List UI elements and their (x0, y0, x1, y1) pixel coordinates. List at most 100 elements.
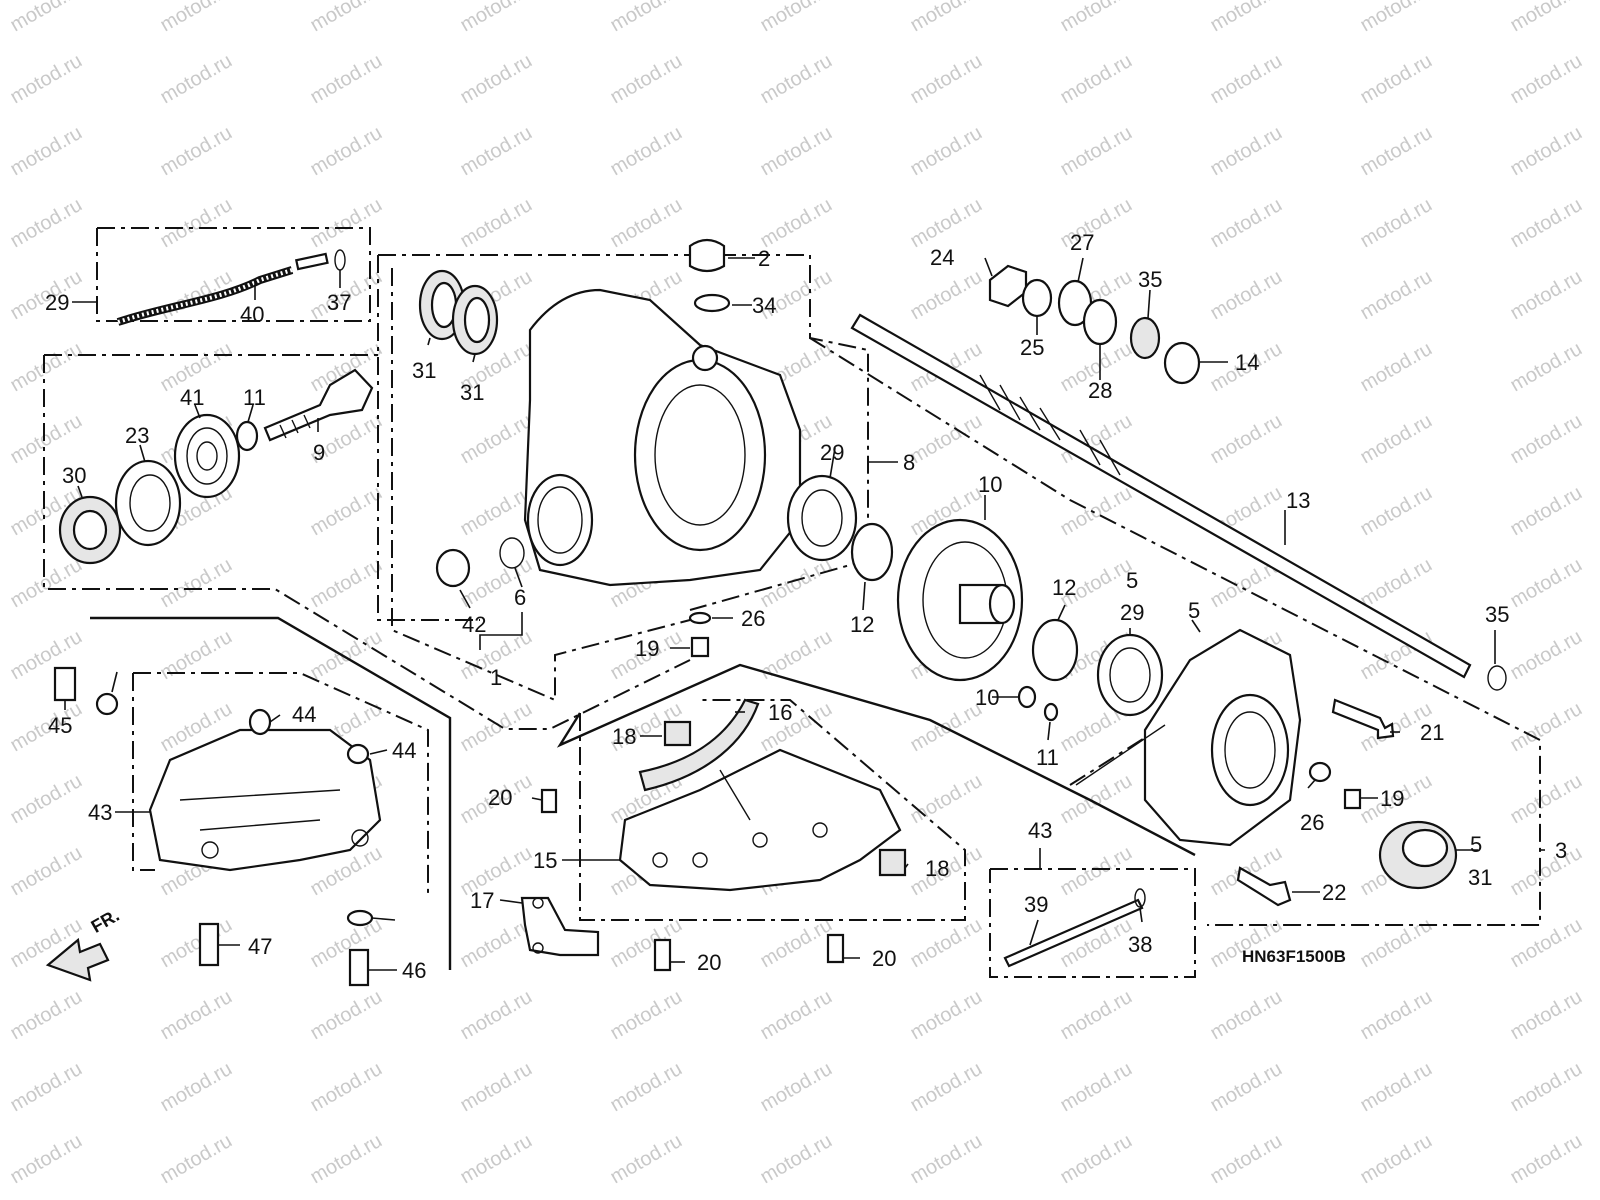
clip-icon (334, 249, 346, 271)
callout-27: 27 (1070, 230, 1094, 255)
bolt-21 (1331, 698, 1395, 740)
watermark-text: motod.ru (907, 770, 986, 829)
bolt-44-a (53, 666, 77, 702)
bolt-9 (1017, 685, 1037, 709)
watermark-text: motod.ru (7, 698, 86, 757)
watermark-text: motod.ru (607, 194, 686, 253)
sealing-washer (693, 293, 731, 313)
callout-36: 40 (240, 302, 264, 327)
watermark-text: motod.ru (1357, 482, 1436, 541)
watermark-text: motod.ru (1207, 986, 1286, 1045)
watermark-text: motod.ru (607, 122, 686, 181)
callout-45: 47 (248, 934, 272, 959)
side-bearing-b (1096, 633, 1164, 717)
watermark-text: motod.ru (907, 122, 986, 181)
watermark-text: motod.ru (1507, 842, 1586, 901)
filler-plug (688, 238, 726, 273)
washer-26-b (1308, 761, 1332, 783)
bolt-45 (198, 922, 220, 967)
watermark-text: motod.ru (7, 338, 86, 397)
callout-5b: 5 (1188, 598, 1200, 623)
watermark-text: motod.ru (7, 842, 86, 901)
watermark-text: motod.ru (907, 986, 986, 1045)
callout-44: 45 (48, 713, 72, 738)
watermark-layer: motod.ru motod.ru motod.ru motod.ru motod.ru… (7, 0, 1586, 1189)
callout-31b: 31 (460, 380, 484, 405)
hose-segment (294, 252, 329, 271)
watermark-text: motod.ru (607, 1058, 686, 1117)
callout-4: 8 (903, 450, 915, 475)
watermark-text: motod.ru (1357, 914, 1436, 973)
watermark-text: motod.ru (1057, 1058, 1136, 1117)
watermark-text: motod.ru (1357, 0, 1436, 36)
watermark-text: motod.ru (1507, 122, 1586, 181)
callout-1: 1 (490, 665, 502, 690)
watermark-text: motod.ru (307, 626, 386, 685)
watermark-text: motod.ru (307, 1130, 386, 1189)
watermark-text: motod.ru (1207, 122, 1286, 181)
watermark-text: motod.ru (607, 914, 686, 973)
watermark-text: motod.ru (907, 1130, 986, 1189)
callout-28: 28 (1088, 378, 1112, 403)
watermark-text: motod.ru (757, 1130, 836, 1189)
watermark-text: motod.ru (907, 0, 986, 36)
watermark-text: motod.ru (757, 50, 836, 109)
watermark-text: motod.ru (907, 410, 986, 469)
watermark-text: motod.ru (1207, 266, 1286, 325)
watermark-text: motod.ru (1357, 266, 1436, 325)
watermark-text: motod.ru (1357, 50, 1436, 109)
callout-29: 29 (820, 440, 844, 465)
skid-plate (618, 748, 902, 892)
rubber-strip (638, 698, 760, 792)
watermark-text: motod.ru (307, 0, 386, 36)
callout-43: 44 (292, 702, 316, 727)
front-direction-label: FR. (88, 905, 123, 937)
circlip-33 (1487, 665, 1507, 691)
bracket-17 (520, 896, 600, 957)
watermark-text: motod.ru (757, 914, 836, 973)
bolt-19 (690, 636, 710, 658)
watermark-text: motod.ru (457, 0, 536, 36)
watermark-text: motod.ru (1507, 626, 1586, 685)
watermark-text: motod.ru (157, 50, 236, 109)
watermark-text: motod.ru (457, 1058, 536, 1117)
watermark-text: motod.ru (1207, 194, 1286, 253)
watermark-text: motod.ru (757, 626, 836, 685)
callout-20c: 20 (872, 946, 896, 971)
watermark-text: motod.ru (157, 986, 236, 1045)
callout-20: 20 (488, 785, 512, 810)
group-outlines (43, 227, 1541, 978)
callout-12b: 12 (1052, 575, 1076, 600)
callout-19b: 19 (1380, 786, 1404, 811)
callout-16: 16 (768, 700, 792, 725)
watermark-text: motod.ru (1207, 1130, 1286, 1189)
callout-6: 6 (514, 585, 526, 610)
watermark-text: motod.ru (907, 50, 986, 109)
watermark-text: motod.ru (1057, 770, 1136, 829)
callout-23: 23 (125, 423, 149, 448)
watermark-text: motod.ru (307, 482, 386, 541)
watermark-text: motod.ru (907, 266, 986, 325)
callout-18b: 18 (925, 856, 949, 881)
bolt-20-b (653, 938, 672, 972)
watermark-text: motod.ru (7, 554, 86, 613)
callout-20b: 20 (697, 950, 721, 975)
watermark-text: motod.ru (7, 1058, 86, 1117)
watermark-text: motod.ru (1507, 482, 1586, 541)
watermark-text: motod.ru (7, 410, 86, 469)
callout-labels: 29 40 37 2 34 8 29 31 31 41 11 9 23 30 4… (45, 230, 1567, 983)
watermark-text: motod.ru (1057, 0, 1136, 36)
nut-25 (1021, 278, 1053, 318)
watermark-text: motod.ru (157, 554, 236, 613)
callout-41: 43 (1028, 818, 1052, 843)
watermark-text: motod.ru (1357, 1130, 1436, 1189)
nut-43-b (346, 743, 370, 765)
watermark-text: motod.ru (607, 0, 686, 36)
watermark-text: motod.ru (457, 842, 536, 901)
callout-17: 17 (470, 888, 494, 913)
watermark-text: motod.ru (757, 554, 836, 613)
boundary-lines (90, 616, 1196, 970)
washer-10 (1043, 702, 1059, 722)
callout-25: 25 (1020, 335, 1044, 360)
